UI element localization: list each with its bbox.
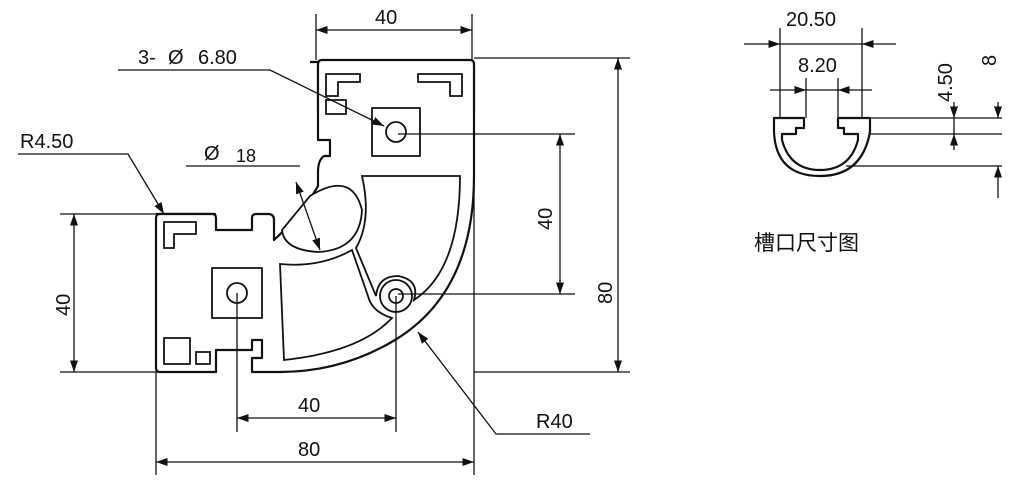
dim-hole-count: 3- (138, 47, 156, 69)
slot-width-outer: 20.50 (786, 9, 836, 31)
slot-depth-total: 8 (979, 55, 1001, 66)
dim-bottom-inner: 40 (298, 395, 320, 417)
slot-profile (772, 116, 872, 178)
dim-arc-radius: R40 (536, 411, 573, 433)
dim-hole-dia: 6.80 (198, 47, 237, 69)
profile-cross-section (154, 58, 476, 374)
dia-symbol-1: Ø (168, 47, 184, 69)
dim-corner-radius: R4.50 (20, 131, 73, 153)
dim-center-dia: 18 (236, 146, 256, 166)
slot-width-inner: 8.20 (798, 55, 837, 77)
slot-detail-caption: 槽口尺寸图 (754, 231, 859, 255)
dim-left-height: 40 (53, 294, 75, 316)
dia-symbol-2: Ø (204, 143, 220, 165)
slot-detail (744, 28, 1003, 198)
dim-right-inner-height: 40 (535, 208, 557, 230)
slot-depth-small: 4.50 (935, 63, 957, 102)
dimension-lines (18, 14, 630, 475)
dim-right-total-height: 80 (595, 282, 617, 304)
dim-bottom-total: 80 (298, 439, 320, 461)
dim-top-width: 40 (375, 7, 397, 29)
